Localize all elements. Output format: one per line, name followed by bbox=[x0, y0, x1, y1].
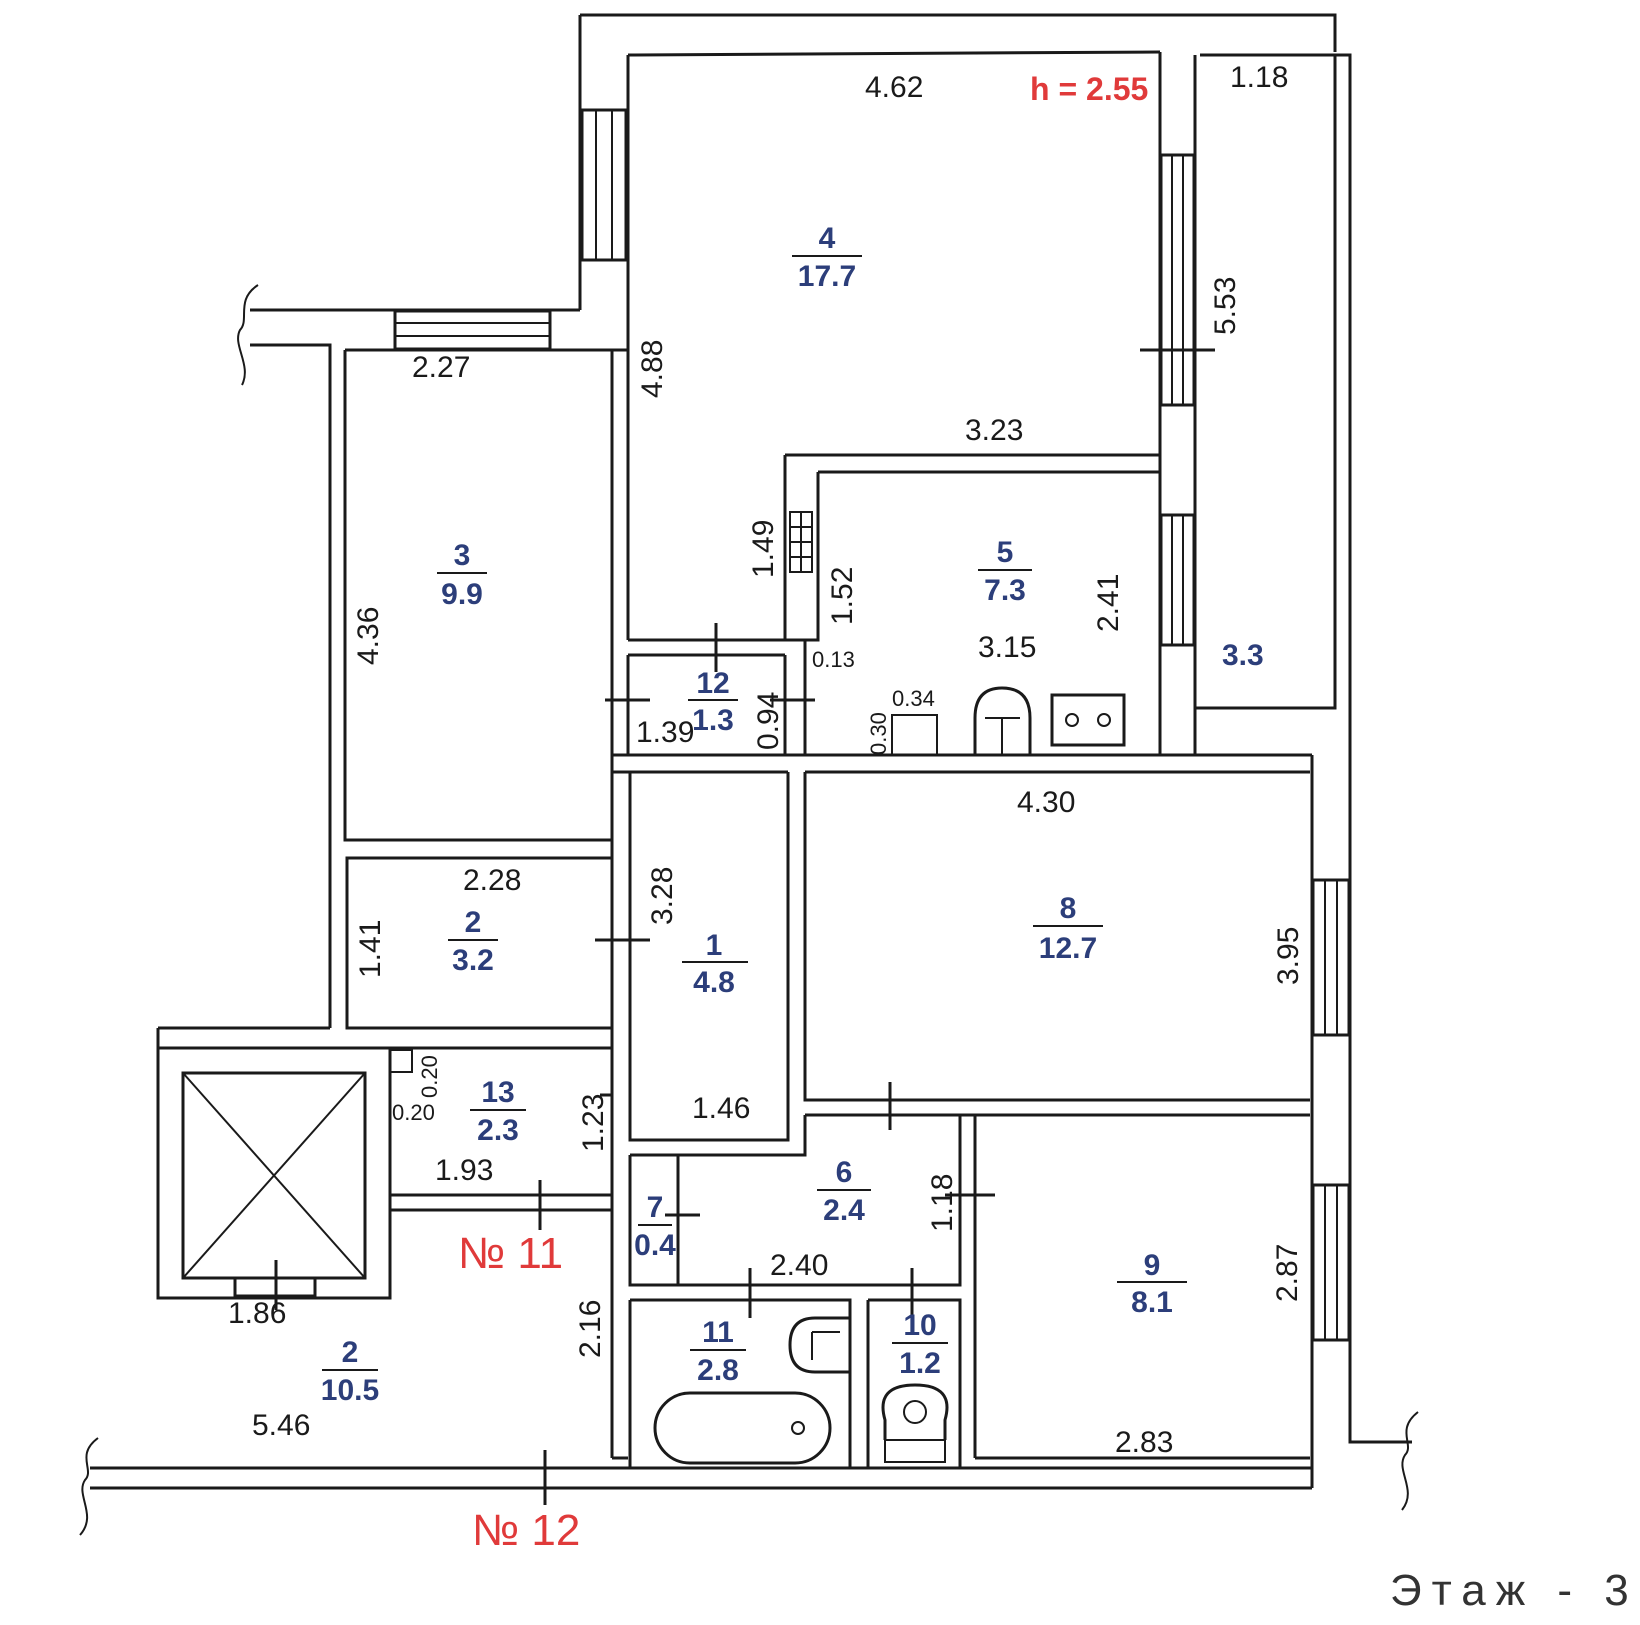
svg-text:12: 12 bbox=[696, 667, 729, 700]
dim-3-28: 3.28 bbox=[646, 867, 679, 925]
svg-text:4: 4 bbox=[819, 222, 836, 255]
svg-text:4.8: 4.8 bbox=[693, 966, 735, 999]
dim-2-83: 2.83 bbox=[1115, 1426, 1173, 1459]
svg-text:2.8: 2.8 bbox=[697, 1354, 739, 1387]
dim-0-13: 0.13 bbox=[812, 647, 855, 672]
dim-3-23: 3.23 bbox=[965, 414, 1023, 447]
svg-text:9.9: 9.9 bbox=[441, 578, 483, 611]
dim-1-49: 1.49 bbox=[747, 520, 780, 578]
room-2a-label: 2 3.2 bbox=[448, 906, 498, 977]
dim-1-86: 1.86 bbox=[228, 1297, 286, 1330]
room-2b-label: 2 10.5 bbox=[321, 1336, 379, 1407]
doors bbox=[274, 348, 1215, 1505]
room-7-label: 7 0.4 bbox=[634, 1191, 676, 1262]
svg-text:8: 8 bbox=[1060, 892, 1077, 925]
svg-text:11: 11 bbox=[702, 1316, 734, 1349]
dim-0-20-h: 0.20 bbox=[392, 1100, 435, 1125]
dim-2-16: 2.16 bbox=[574, 1300, 607, 1358]
apartment-12-label: № 12 bbox=[472, 1506, 580, 1555]
room-11-label: 11 2.8 bbox=[690, 1316, 746, 1387]
dim-0-20-v: 0.20 bbox=[417, 1055, 442, 1098]
room-12-label: 12 1.3 bbox=[688, 667, 738, 737]
dim-1-23: 1.23 bbox=[577, 1094, 610, 1152]
dim-2-41: 2.41 bbox=[1092, 574, 1125, 632]
svg-text:17.7: 17.7 bbox=[798, 260, 856, 293]
dim-1-41: 1.41 bbox=[354, 920, 387, 978]
room-3-label: 3 9.9 bbox=[437, 539, 487, 611]
svg-text:3.2: 3.2 bbox=[452, 944, 494, 977]
interior-walls bbox=[156, 453, 1312, 1468]
svg-text:6: 6 bbox=[836, 1156, 853, 1189]
svg-text:2.4: 2.4 bbox=[823, 1194, 865, 1227]
svg-text:10.5: 10.5 bbox=[321, 1374, 379, 1407]
svg-text:0.4: 0.4 bbox=[634, 1229, 676, 1262]
svg-text:5: 5 bbox=[997, 536, 1014, 569]
svg-text:2: 2 bbox=[465, 906, 482, 939]
floor-label: Этаж - 3 bbox=[1390, 1566, 1639, 1615]
room-13-label: 13 2.3 bbox=[470, 1076, 526, 1147]
dim-0-94: 0.94 bbox=[752, 692, 785, 750]
dim-1-18-top: 1.18 bbox=[1230, 61, 1288, 94]
dim-2-28: 2.28 bbox=[463, 864, 521, 897]
dim-1-39: 1.39 bbox=[636, 716, 694, 749]
svg-text:3: 3 bbox=[454, 539, 471, 572]
room-6-label: 6 2.4 bbox=[817, 1156, 871, 1227]
outer-walls bbox=[90, 13, 1412, 1490]
svg-text:12.7: 12.7 bbox=[1039, 932, 1097, 965]
windows bbox=[393, 108, 1351, 1342]
svg-text:9: 9 bbox=[1144, 1249, 1161, 1282]
dim-5-53: 5.53 bbox=[1209, 277, 1242, 335]
dim-4-88: 4.88 bbox=[636, 340, 669, 398]
svg-text:7: 7 bbox=[647, 1191, 664, 1224]
room-4-label: 4 17.7 bbox=[792, 222, 862, 293]
dim-1-18-mid: 1.18 bbox=[926, 1174, 959, 1232]
room-8-label: 8 12.7 bbox=[1033, 892, 1103, 965]
dim-5-46: 5.46 bbox=[252, 1409, 310, 1442]
svg-text:1: 1 bbox=[706, 929, 723, 962]
svg-text:13: 13 bbox=[481, 1076, 514, 1109]
svg-text:1.3: 1.3 bbox=[692, 704, 734, 737]
dim-3-15: 3.15 bbox=[978, 631, 1036, 664]
dim-1-93: 1.93 bbox=[435, 1154, 493, 1187]
svg-text:2: 2 bbox=[342, 1336, 359, 1369]
dim-0-34: 0.34 bbox=[892, 686, 935, 711]
dim-2-27: 2.27 bbox=[412, 351, 470, 384]
apartment-11-label: № 11 bbox=[458, 1229, 563, 1278]
dim-4-30: 4.30 bbox=[1017, 786, 1075, 819]
dim-0-30: 0.30 bbox=[866, 712, 891, 755]
room-labels: 4 17.7 3 9.9 5 7.3 12 1.3 2 3.2 1 4.8 bbox=[321, 222, 1187, 1407]
room-5-label: 5 7.3 bbox=[978, 536, 1032, 607]
dimension-labels: 4.62 1.18 5.53 2.27 4.88 3.23 4.36 1.49 … bbox=[228, 61, 1305, 1459]
svg-text:1.2: 1.2 bbox=[899, 1347, 941, 1380]
dim-2-40: 2.40 bbox=[770, 1249, 828, 1282]
labels: h = 2.55 Этаж - 3 № 11 № 12 3.3 bbox=[458, 71, 1639, 1615]
dim-3-95: 3.95 bbox=[1272, 927, 1305, 985]
dim-1-52: 1.52 bbox=[826, 567, 859, 625]
svg-text:10: 10 bbox=[903, 1309, 936, 1342]
room-9-label: 9 8.1 bbox=[1117, 1249, 1187, 1319]
svg-text:8.1: 8.1 bbox=[1131, 1286, 1173, 1319]
fixtures bbox=[653, 511, 1126, 1465]
dim-4-62: 4.62 bbox=[865, 71, 923, 104]
dim-1-46: 1.46 bbox=[692, 1092, 750, 1125]
room-1-label: 1 4.8 bbox=[682, 929, 748, 999]
room-10-label: 10 1.2 bbox=[892, 1309, 948, 1380]
balcony-area: 3.3 bbox=[1222, 639, 1264, 672]
dim-2-87: 2.87 bbox=[1271, 1244, 1304, 1302]
height-label: h = 2.55 bbox=[1030, 71, 1148, 107]
wall-break-marks bbox=[79, 284, 1419, 1536]
svg-text:2.3: 2.3 bbox=[477, 1114, 519, 1147]
svg-text:7.3: 7.3 bbox=[984, 574, 1026, 607]
dim-4-36: 4.36 bbox=[352, 607, 385, 665]
